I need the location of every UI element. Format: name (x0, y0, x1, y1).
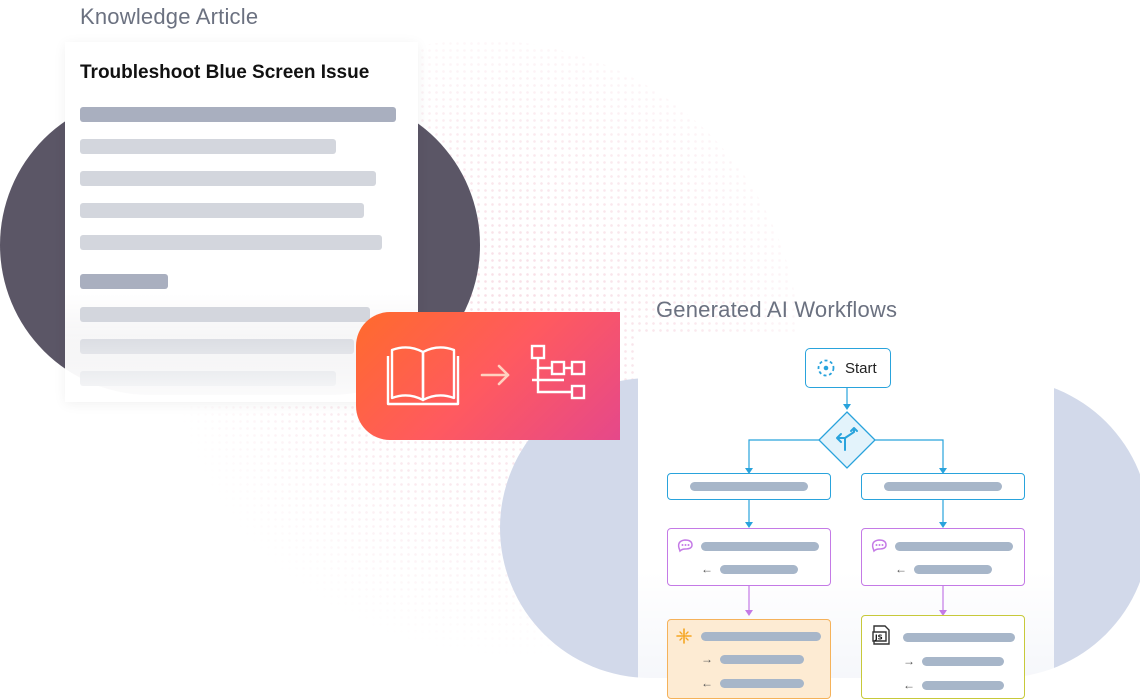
step-placeholder (922, 681, 1004, 690)
chat-bubble-icon (677, 539, 693, 553)
workflow-diagram-icon (530, 344, 586, 400)
step-placeholder (720, 679, 804, 688)
arrow-right-icon: → (701, 652, 713, 666)
text-placeholder-line (80, 235, 382, 250)
text-placeholder-line (80, 171, 376, 186)
article-title: Troubleshoot Blue Screen Issue (80, 62, 370, 83)
arrow-left-icon: ← (895, 562, 907, 576)
svg-text:JS: JS (874, 634, 883, 642)
arrow-left-icon: ← (701, 562, 713, 576)
conversation-step-node[interactable]: ← (667, 528, 831, 586)
start-label: Start (845, 360, 877, 377)
conversion-icons (386, 344, 586, 406)
arrow-left-icon: ← (903, 678, 915, 692)
start-node[interactable]: Start (805, 348, 891, 388)
js-file-icon: JS (872, 625, 890, 645)
branch-split-icon (836, 427, 858, 451)
arrow-right-icon: → (903, 654, 915, 668)
knowledge-article-card: Troubleshoot Blue Screen Issue (65, 42, 418, 402)
generated-workflows-heading: Generated AI Workflows (656, 297, 898, 322)
arrow-right-icon (480, 364, 510, 386)
subheading-placeholder (80, 274, 168, 289)
step-placeholder (903, 633, 1015, 642)
workflow-card: Start ← ← → ← (638, 332, 1054, 700)
workflow-step-node[interactable] (861, 473, 1025, 500)
start-icon (817, 359, 835, 377)
text-placeholder-line (80, 139, 336, 154)
sparkle-icon (676, 628, 692, 644)
step-placeholder (720, 565, 798, 574)
text-placeholder-line (80, 107, 396, 122)
step-placeholder (720, 655, 804, 664)
ai-step-node[interactable]: → ← (667, 619, 831, 699)
text-placeholder-line (80, 307, 370, 322)
step-placeholder (914, 565, 992, 574)
step-placeholder (690, 482, 808, 491)
text-placeholder-line (80, 203, 364, 218)
workflow-step-node[interactable] (667, 473, 831, 500)
conversation-step-node[interactable]: ← (861, 528, 1025, 586)
step-placeholder (884, 482, 1002, 491)
chat-bubble-icon (871, 539, 887, 553)
step-placeholder (895, 542, 1013, 551)
script-step-node[interactable]: JS → ← (861, 615, 1025, 699)
decision-node (818, 411, 876, 469)
open-book-icon (386, 346, 460, 406)
step-placeholder (701, 542, 819, 551)
article-to-workflow-badge (356, 312, 620, 440)
workflow-connectors (745, 386, 947, 616)
knowledge-article-heading: Knowledge Article (80, 4, 259, 29)
arrow-left-icon: ← (701, 676, 713, 690)
step-placeholder (922, 657, 1004, 666)
step-placeholder (701, 632, 821, 641)
